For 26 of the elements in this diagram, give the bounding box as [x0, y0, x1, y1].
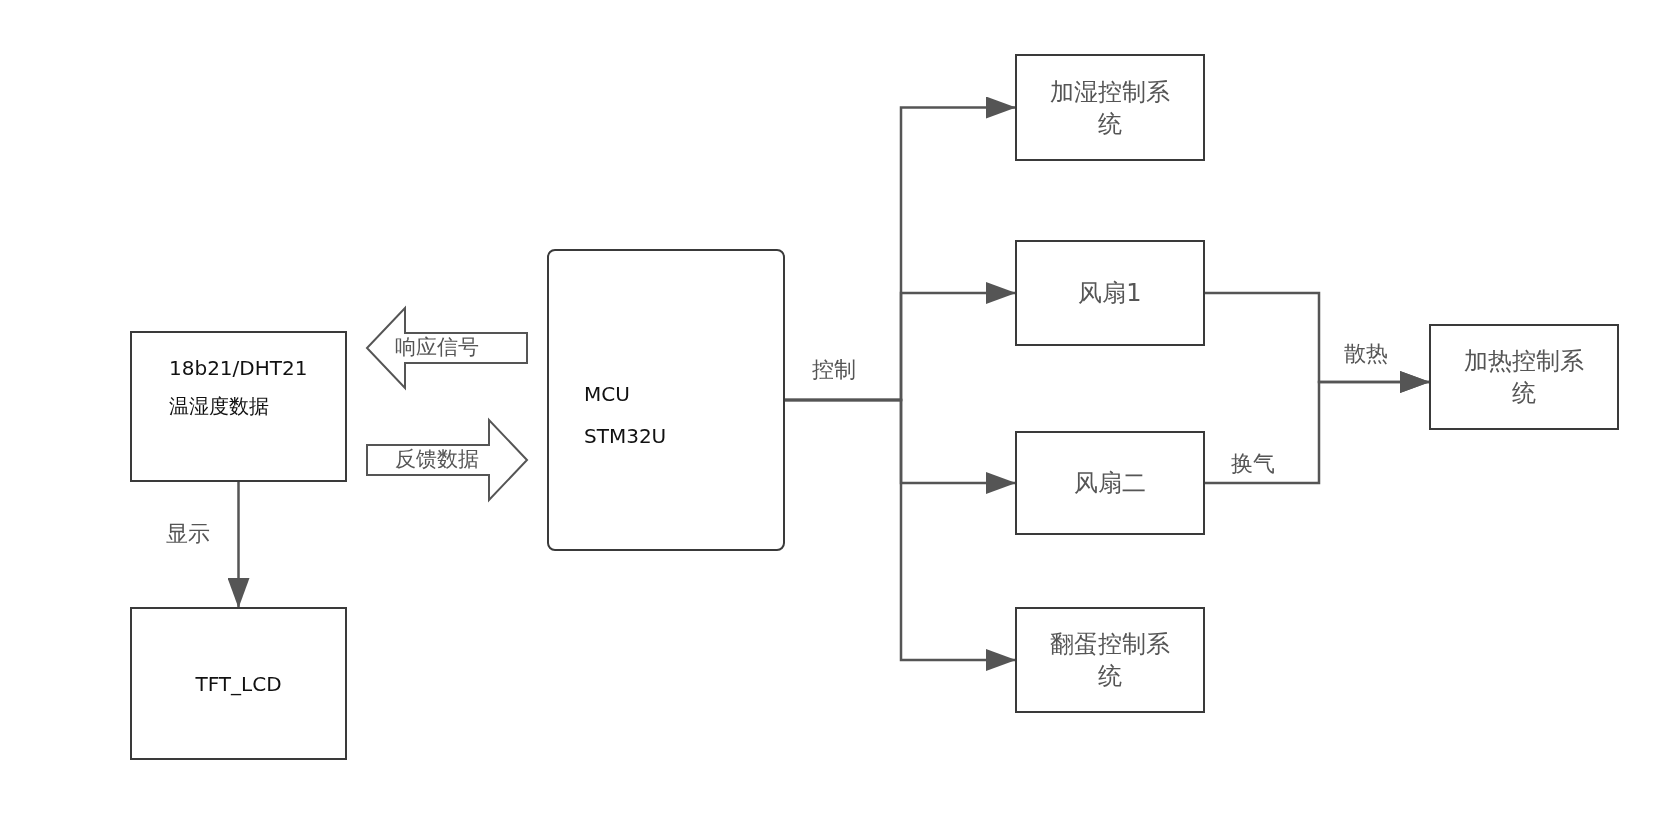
node-text: MCU [584, 381, 630, 408]
edge-label: 反馈数据 [395, 447, 479, 473]
process-box [130, 331, 347, 482]
block-arrow [366, 417, 529, 503]
block-arrow [365, 305, 528, 391]
node-text: 加湿控制系统 [1049, 76, 1171, 140]
node-text: TFT_LCD [194, 670, 283, 697]
process-box [130, 607, 347, 760]
arrow [1205, 371, 1430, 485]
node-text: 加热控制系统 [1463, 345, 1585, 409]
arrow [785, 398, 1016, 671]
node-text: 温湿度数据 [169, 393, 269, 420]
node-text: STM32U [584, 423, 667, 450]
arrow [227, 482, 250, 608]
node-text: 翻蛋控制系统 [1049, 628, 1171, 692]
node-text: 风扇二 [1073, 467, 1147, 499]
process-box [547, 249, 785, 551]
process-box [1015, 54, 1205, 161]
node-text: 18b21/DHT21 [169, 355, 308, 382]
process-box [1015, 240, 1205, 346]
edge-label: 响应信号 [395, 335, 479, 361]
node-text: 风扇1 [1077, 277, 1143, 309]
process-box [1429, 324, 1619, 430]
edge-label: 散热 [1342, 340, 1390, 368]
process-box [1015, 431, 1205, 535]
process-box [1015, 607, 1205, 713]
